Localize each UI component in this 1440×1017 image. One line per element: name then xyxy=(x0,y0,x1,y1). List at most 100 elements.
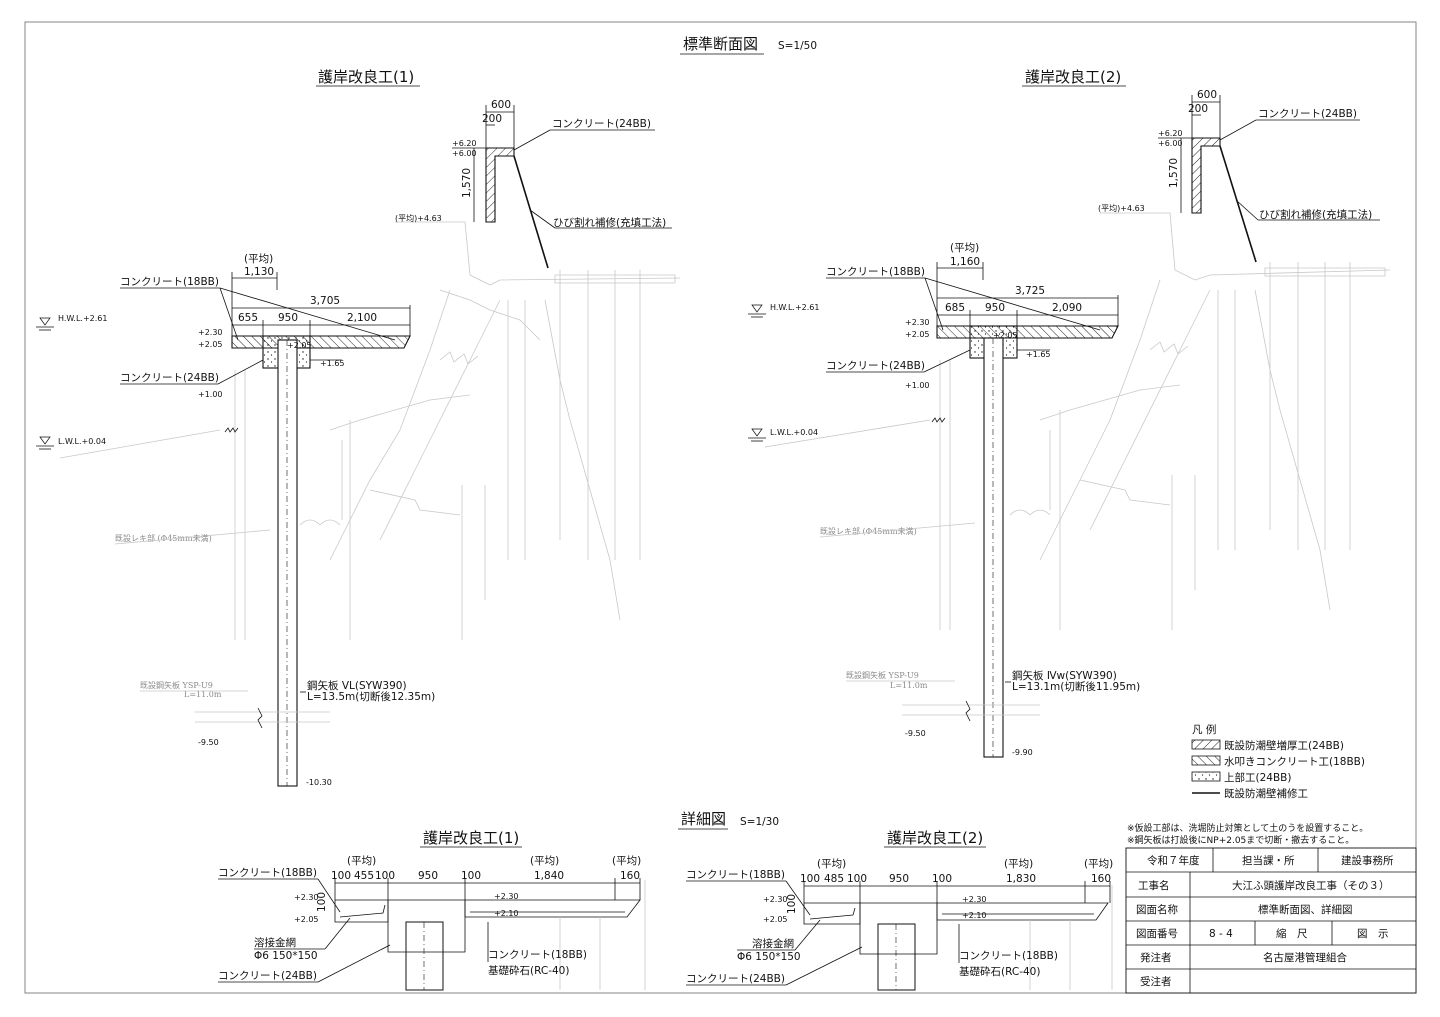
detail-1-label-18: コンクリート(18BB) xyxy=(218,867,317,879)
dim-wall-200-1: 200 xyxy=(482,113,502,125)
apron-slab-2 xyxy=(936,325,1119,339)
level-165-2: +1.65 xyxy=(1026,350,1051,359)
lwl-2: L.W.L.+0.04 xyxy=(770,428,818,437)
lwl-marker-1 xyxy=(36,436,54,450)
level-620-2: +6.20 xyxy=(1158,129,1183,138)
tb-project-label: 工事名 xyxy=(1138,879,1170,892)
sheet-pile-2 xyxy=(983,337,1004,758)
sheet-pile-1 xyxy=(277,339,298,787)
level-230-2: +2.30 xyxy=(905,318,930,327)
legend-item-1: 既設防潮壁増厚工(24BB) xyxy=(1224,739,1344,752)
detail-2-thk: 100 xyxy=(786,894,798,914)
detail-scale: S=1/30 xyxy=(740,816,779,828)
legend-item-3: 上部工(24BB) xyxy=(1224,771,1291,784)
label-concrete24-1: コンクリート(24BB) xyxy=(120,372,219,384)
legend-title: 凡 例 xyxy=(1192,723,1216,736)
label-concrete-top-2: コンクリート(24BB) xyxy=(1258,108,1357,120)
detail-2-lvl-r1: +2.30 xyxy=(962,895,987,904)
detail-1-avg-a: (平均) xyxy=(347,855,376,867)
detail-1-avg-b: (平均) xyxy=(530,855,559,867)
detail-1-dim-7: 160 xyxy=(620,870,640,882)
dim-wall-height-1: 1,570 xyxy=(461,168,473,198)
wall-thickening-1 xyxy=(485,147,515,223)
avg-value-2: 1,160 xyxy=(950,256,980,268)
level-950-2: -9.50 xyxy=(905,729,926,738)
label-gravel-1: 既設レキ部 (Φ45mm未満) xyxy=(115,533,212,543)
tb-number: 8 - 4 xyxy=(1209,928,1233,940)
lwl-marker-2 xyxy=(748,428,766,442)
detail-1-slab xyxy=(334,899,389,923)
detail-1-lvl-l1: +2.30 xyxy=(294,893,319,902)
crack-repair-line-1 xyxy=(513,155,549,269)
hwl-2: H.W.L.+2.61 xyxy=(770,303,819,312)
label-existing-pile-len-2: L=11.0m xyxy=(890,681,928,690)
label-sheet-pile-len-1: L=13.5m(切断後12.35m) xyxy=(307,690,435,703)
dim-total-1: 3,705 xyxy=(310,295,340,307)
dim-wall-height-2: 1,570 xyxy=(1168,158,1180,188)
level-avg-2: (平均)+4.63 xyxy=(1098,203,1145,213)
detail-1-lvl-r2: +2.10 xyxy=(494,909,519,918)
level-100-1: +1.00 xyxy=(198,390,223,399)
legend-swatch-dots xyxy=(1191,771,1221,782)
legend-item-4: 既設防潮壁補修工 xyxy=(1224,787,1308,800)
tb-project: 大江ふ頭護岸改良工事（その３） xyxy=(1232,879,1390,892)
detail-2-avg-b: (平均) xyxy=(1004,858,1033,870)
label-existing-pile-len-1: L=11.0m xyxy=(184,690,222,699)
section-1-title: 護岸改良工(1) xyxy=(318,68,414,86)
level-620-1: +6.20 xyxy=(452,139,477,148)
wall-thickening-2 xyxy=(1191,137,1221,214)
label-gravel-2: 既設レキ部 (Φ45mm未満) xyxy=(820,526,917,536)
label-sheet-pile-len-2: L=13.1m(切断後11.95m) xyxy=(1012,680,1140,693)
label-concrete-top-1: コンクリート(24BB) xyxy=(552,118,651,130)
hwl-marker-2 xyxy=(748,304,766,318)
level-avg-1: (平均)+4.63 xyxy=(395,213,442,223)
detail-2-right-slab xyxy=(936,902,1109,921)
dim-wall-600-1: 600 xyxy=(491,99,511,111)
level-165-1: +1.65 xyxy=(320,359,345,368)
dim-w2-1: 950 xyxy=(278,312,298,324)
dim-total-2: 3,725 xyxy=(1015,285,1045,297)
detail-2-pile xyxy=(877,923,916,991)
level-205-1: +2.05 xyxy=(198,340,223,349)
detail-1-dim-1: 100 xyxy=(331,870,351,882)
detail-2-slab xyxy=(803,902,861,925)
sheet-scale: S=1/50 xyxy=(778,40,817,52)
avg-label-2: (平均) xyxy=(950,242,979,254)
detail-2-dim-5: 100 xyxy=(932,873,952,885)
label-sheet-pile-2: 鋼矢板 Ⅳw(SYW390) xyxy=(1012,669,1117,682)
level-inner-2: +2.05 xyxy=(993,331,1018,340)
detail-2-cap xyxy=(859,902,938,955)
note-1: ※仮設工部は、洗堀防止対策として土のうを設置すること。 xyxy=(1127,822,1368,834)
dim-w1-2: 685 xyxy=(945,302,965,314)
lwl-1: L.W.L.+0.04 xyxy=(58,437,106,446)
detail-1-thk: 100 xyxy=(316,892,328,912)
dim-w3-1: 2,100 xyxy=(347,312,377,324)
label-existing-pile-1: 既設鋼矢板 YSP-U9 xyxy=(140,680,213,690)
detail-2-dim-4: 950 xyxy=(889,873,909,885)
section-2: 護岸改良工(2) xyxy=(748,68,1391,758)
tb-office: 建設事務所 xyxy=(1341,854,1394,867)
tb-scale-label: 縮 尺 xyxy=(1276,927,1308,940)
level-950-1: -9.50 xyxy=(198,738,219,747)
detail-1-dim-6: 1,840 xyxy=(534,870,564,882)
crack-repair-line-2 xyxy=(1219,145,1257,263)
detail-2: 護岸改良工(2) (平均) (平均) (平均) 100 485 100 950 … xyxy=(686,829,1113,991)
detail-2-mesh-spec: Φ6 150*150 xyxy=(737,951,801,963)
detail-1: 護岸改良工(1) (平均) (平均) (平均) 100 455 100 950 … xyxy=(218,829,646,991)
detail-title: 詳細図 xyxy=(681,810,726,828)
tb-drawing: 標準断面図、詳細図 xyxy=(1258,903,1353,916)
sheet-title: 標準断面図 xyxy=(683,35,758,53)
detail-2-dim-1: 100 xyxy=(800,873,820,885)
detail-1-right-slab xyxy=(464,899,641,918)
detail-2-avg-a: (平均) xyxy=(817,858,846,870)
detail-1-label-18b: コンクリート(18BB) xyxy=(488,949,587,961)
existing-structure-2 xyxy=(764,212,1391,630)
detail-1-base: 基礎砕石(RC-40) xyxy=(488,964,569,977)
detail-2-base: 基礎砕石(RC-40) xyxy=(959,965,1040,978)
detail-2-dim-3: 100 xyxy=(847,873,867,885)
section-1: 護岸改良工(1) xyxy=(36,68,681,787)
detail-1-title: 護岸改良工(1) xyxy=(423,829,519,847)
detail-2-label-18b: コンクリート(18BB) xyxy=(959,950,1058,962)
tb-year: 令和７年度 xyxy=(1147,854,1200,867)
level-bottom-2: -9.90 xyxy=(1012,748,1033,757)
